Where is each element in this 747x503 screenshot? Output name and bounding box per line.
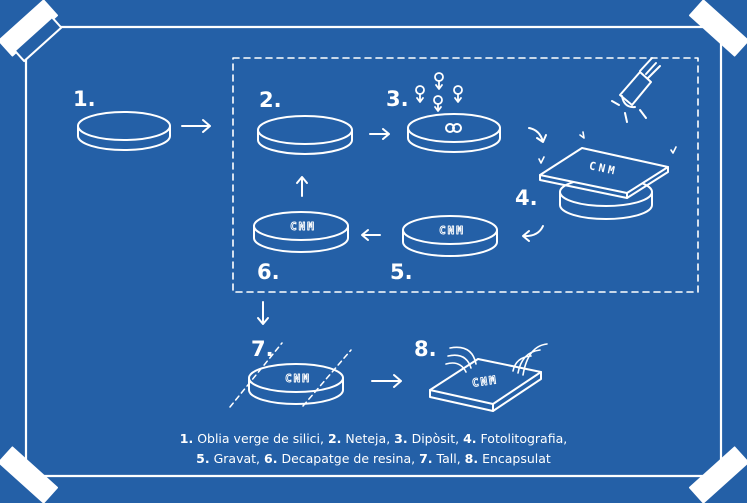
arrow-icon xyxy=(522,225,544,242)
step-2-number: 2. xyxy=(259,88,282,112)
step-4-number: 4. xyxy=(515,186,538,210)
lamp-icon xyxy=(611,57,661,123)
legend-name: Decapatge de resina xyxy=(281,451,412,466)
tape-icon xyxy=(689,0,747,57)
process-box xyxy=(232,57,699,293)
tape-icon xyxy=(689,446,747,503)
legend-line-1: 1. Oblia verge de silici, 2. Neteja, 3. … xyxy=(0,429,747,449)
tape-icon xyxy=(0,446,58,503)
arrow-icon xyxy=(181,119,211,133)
wafer-icon xyxy=(407,113,501,153)
legend-sep: , xyxy=(256,451,264,466)
tape-icon xyxy=(0,0,63,63)
legend-num: 1. xyxy=(179,431,194,446)
wafer-icon xyxy=(253,211,349,253)
legend-num: 4. xyxy=(463,431,477,446)
legend-sep: , xyxy=(320,431,328,446)
arrow-icon xyxy=(361,229,381,241)
wafer-icon xyxy=(248,363,344,405)
legend-num: 2. xyxy=(327,431,342,446)
legend-line-2: 5. Gravat, 6. Decapatge de resina, 7. Ta… xyxy=(0,449,747,469)
legend-num: 7. xyxy=(419,451,433,466)
legend-num: 5. xyxy=(196,451,210,466)
legend-sep: , xyxy=(411,451,420,466)
legend-name: Encapsulat xyxy=(482,451,551,466)
cut-lines xyxy=(229,342,352,408)
legend-name: Fotolitografia xyxy=(480,431,564,446)
legend-sep: , xyxy=(386,431,395,446)
step-3-number: 3. xyxy=(386,87,409,111)
arrow-icon xyxy=(528,127,547,143)
step-5-number: 5. xyxy=(390,260,413,284)
step-7-number: 7. xyxy=(251,337,274,361)
legend-name: Oblia verge de silici xyxy=(197,431,321,446)
outer-frame xyxy=(24,25,723,478)
arrow-icon xyxy=(371,374,402,388)
step-8-number: 8. xyxy=(414,337,437,361)
legend-name: Neteja xyxy=(345,431,387,446)
wafer-7-label: CNM xyxy=(285,372,311,385)
legend-sep: , xyxy=(456,451,465,466)
legend-sep: , xyxy=(455,431,464,446)
legend-num: 3. xyxy=(394,431,408,446)
step-1-number: 1. xyxy=(73,87,96,111)
mask-icon xyxy=(538,131,677,199)
wafer-5-label: CNM xyxy=(439,224,465,237)
step-6-number: 6. xyxy=(257,260,280,284)
wafer-6-label: CNM xyxy=(290,220,316,233)
arrow-icon xyxy=(257,301,269,325)
molecule-icon xyxy=(415,72,463,112)
legend-sep: , xyxy=(563,431,568,446)
arrow-icon xyxy=(296,176,308,197)
legend-name: Dipòsit xyxy=(411,431,456,446)
legend-name: Tall xyxy=(436,451,457,466)
wafer-icon xyxy=(402,215,498,257)
legend-num: 6. xyxy=(264,451,278,466)
legend-num: 8. xyxy=(464,451,479,466)
legend-name: Gravat xyxy=(213,451,257,466)
chip-label: CNM xyxy=(471,373,498,389)
mask-label: CNM xyxy=(588,159,619,178)
legend-caption: 1. Oblia verge de silici, 2. Neteja, 3. … xyxy=(0,429,747,469)
chip-icon xyxy=(429,343,548,412)
wafer-icon xyxy=(77,111,171,151)
wafer-icon xyxy=(257,115,353,155)
arrow-icon xyxy=(369,128,390,140)
